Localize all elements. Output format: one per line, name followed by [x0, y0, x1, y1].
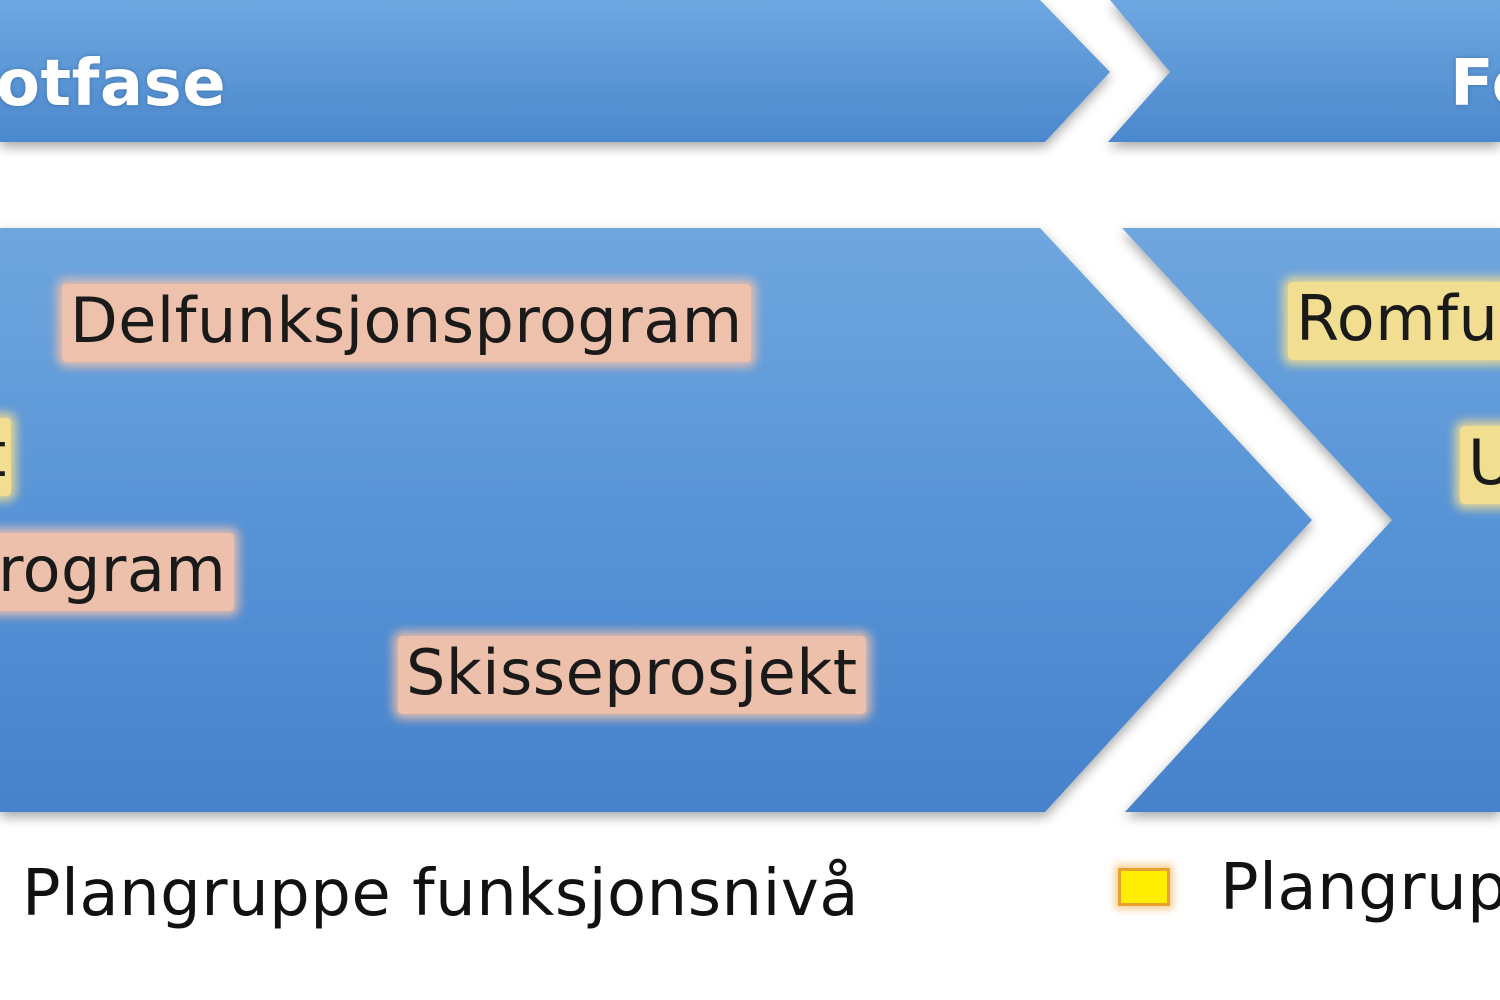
tag-u-partial: U [1460, 426, 1500, 504]
tag-skisseprosjekt: Skisseprosjekt [398, 636, 866, 714]
phase-arrow-left-body [0, 228, 1312, 812]
legend-label-plangruppe-partial: Plangrup [1220, 851, 1500, 925]
tag-edge-partial: t [0, 418, 11, 496]
legend-label-funksjonsniva: Plangruppe funksjonsnivå [22, 857, 859, 931]
phase-arrow-right-top [1108, 0, 1500, 142]
tag-romfu-partial: Romfu [1288, 282, 1500, 360]
legend-swatch-yellow [1118, 868, 1170, 906]
phase-title-right: Fo [1450, 47, 1500, 121]
phase-arrow-right-body [1122, 228, 1500, 812]
phase-arrow-left-top [0, 0, 1110, 142]
tag-delfunksjonsprogram: Delfunksjonsprogram [62, 284, 751, 362]
tag-program-partial: rogram [0, 533, 235, 611]
phase-title-left: otfase [0, 47, 227, 121]
